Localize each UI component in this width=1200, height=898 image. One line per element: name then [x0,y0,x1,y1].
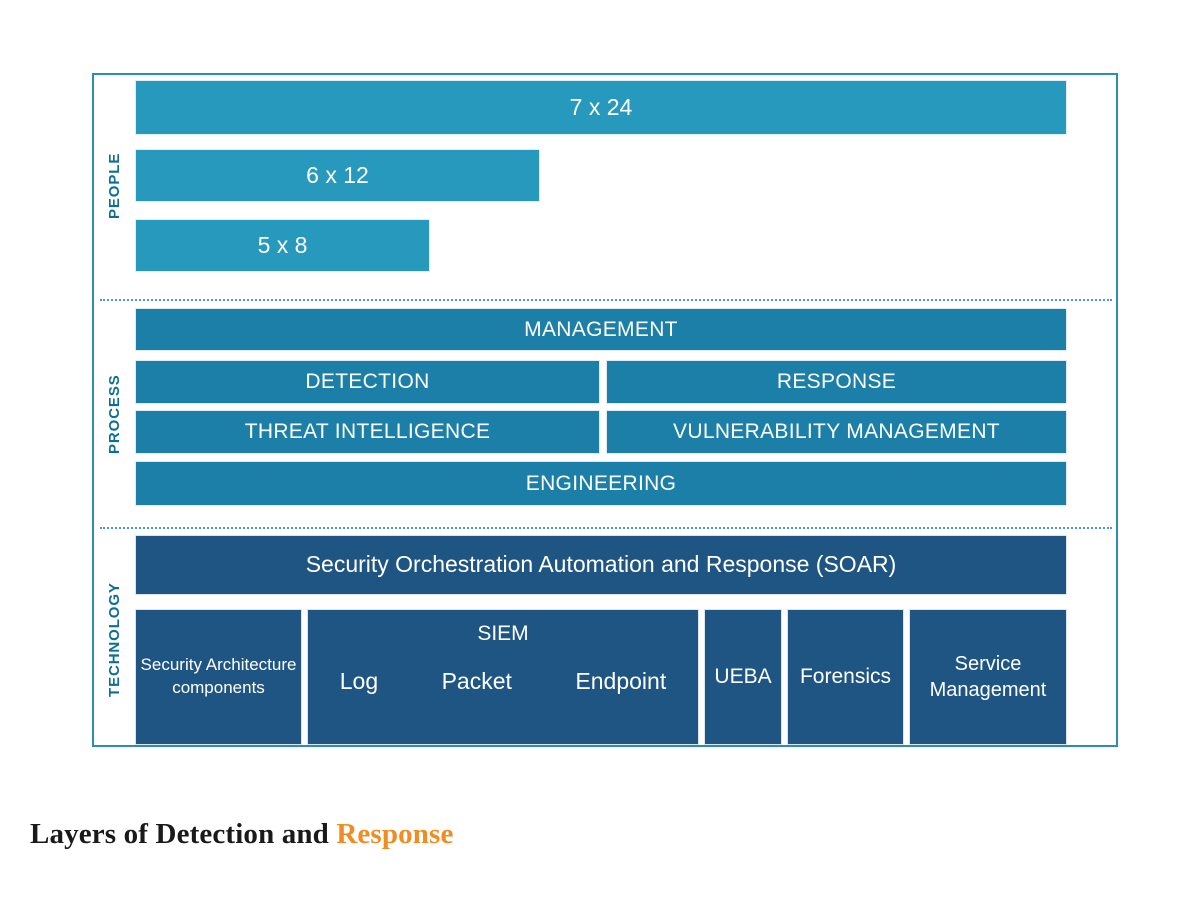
section-process: PROCESS MANAGEMENT DETECTION RESPONSE TH… [94,308,1116,520]
people-bar-5x8: 5 x 8 [135,219,430,272]
process-bar-response: RESPONSE [606,360,1067,404]
technology-box-security-architecture-label: Security Architecture components [140,655,297,697]
people-bar-7x24: 7 x 24 [135,80,1067,135]
section-label-process: PROCESS [106,374,123,454]
divider-process-technology [100,527,1112,529]
people-bar-5x8-label: 5 x 8 [257,231,308,258]
technology-box-service-management-label: Service Management [929,653,1047,701]
process-bar-vulnerability-management-label: VULNERABILITY MANAGEMENT [673,420,1000,444]
technology-siem-child-endpoint: Endpoint [575,668,667,694]
technology-bar-soar: Security Orchestration Automation and Re… [135,535,1067,595]
process-bar-detection-label: DETECTION [305,370,430,394]
people-bar-6x12: 6 x 12 [135,149,540,202]
technology-box-forensics: Forensics [787,609,904,745]
divider-people-process [100,299,1112,301]
technology-box-ueba: UEBA [704,609,782,745]
process-bar-response-label: RESPONSE [776,370,897,394]
process-bar-vulnerability-management: VULNERABILITY MANAGEMENT [606,410,1067,454]
section-label-people: PEOPLE [106,152,123,220]
technology-box-ueba-label: UEBA [714,665,772,689]
section-label-technology: TECHNOLOGY [106,582,123,698]
technology-siem-child-packet: Packet [441,668,512,694]
section-people: PEOPLE 7 x 24 6 x 12 5 x 8 [94,75,1116,297]
process-bar-threat-intelligence: THREAT INTELLIGENCE [135,410,600,454]
technology-siem-child-log: Log [339,668,379,694]
caption-accent-text: Response [336,818,454,850]
process-bar-management: MANAGEMENT [135,308,1067,351]
section-technology: TECHNOLOGY Security Orchestration Automa… [94,535,1116,745]
process-bar-management-label: MANAGEMENT [524,317,678,341]
diagram-frame: PEOPLE 7 x 24 6 x 12 5 x 8 PROCESS MANAG… [92,73,1118,747]
process-bar-engineering: ENGINEERING [135,461,1067,506]
caption-base-text: Layers of Detection and [30,818,337,850]
technology-box-service-management: Service Management [909,609,1067,745]
technology-box-forensics-label: Forensics [799,665,892,689]
people-bar-6x12-label: 6 x 12 [306,161,369,188]
technology-box-security-architecture: Security Architecture components [135,609,302,745]
technology-box-siem: SIEM Log Packet Endpoint [307,609,699,745]
technology-bar-soar-label: Security Orchestration Automation and Re… [305,551,897,578]
people-bar-7x24-label: 7 x 24 [569,93,633,120]
technology-box-siem-label: SIEM [477,622,529,645]
process-bar-engineering-label: ENGINEERING [525,471,677,495]
diagram-caption: Layers of Detection and Response [30,818,454,851]
process-bar-detection: DETECTION [135,360,600,404]
process-bar-threat-intelligence-label: THREAT INTELLIGENCE [244,420,491,444]
technology-siem-children: Log Packet Endpoint [308,668,698,695]
